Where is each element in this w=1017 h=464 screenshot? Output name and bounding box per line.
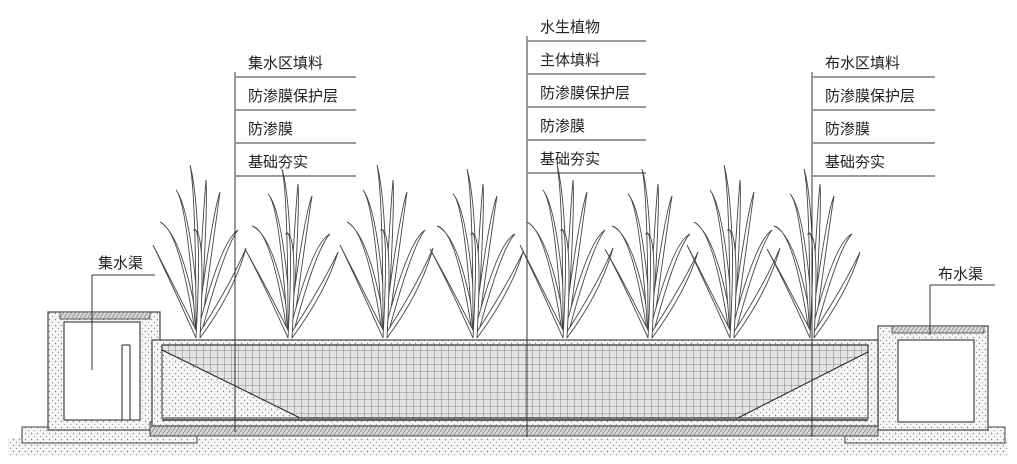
right-callout-item: 防渗膜保护层 (825, 87, 915, 105)
reed-plant (766, 168, 861, 339)
left-callout-item: 集水区填料 (248, 54, 323, 72)
ground-strip (8, 438, 1008, 456)
left-collection-channel (21, 311, 198, 444)
reed-plant (604, 168, 699, 339)
reed-plant (339, 164, 434, 339)
reed-plant (152, 164, 247, 339)
left-callout-item: 基础夯实 (248, 153, 308, 171)
reed-plant (519, 164, 614, 339)
reed-plant (686, 164, 781, 339)
right-callout-item: 基础夯实 (825, 153, 885, 171)
center-callout-item: 基础夯实 (540, 150, 600, 168)
center-callout-item: 主体填料 (540, 51, 600, 69)
aquatic-plants (152, 164, 861, 339)
center-callout-item: 水生植物 (540, 18, 600, 36)
callout-leaders (91, 36, 995, 437)
collection-zone-filler (161, 349, 301, 419)
reed-plant (244, 168, 339, 339)
right-callout-item: 防渗膜 (825, 120, 870, 138)
right-distribution-channel (844, 325, 1006, 444)
center-callout-item: 防渗膜保护层 (540, 84, 630, 102)
left-channel-label: 集水渠 (98, 254, 143, 272)
left-callout-item: 防渗膜保护层 (248, 87, 338, 105)
reed-plant (429, 168, 524, 339)
center-callout-item: 防渗膜 (540, 117, 585, 135)
right-channel-label: 布水渠 (938, 265, 983, 283)
right-callout-item: 布水区填料 (825, 54, 900, 72)
left-callout-item: 防渗膜 (248, 120, 293, 138)
distribution-zone-filler (737, 351, 869, 419)
